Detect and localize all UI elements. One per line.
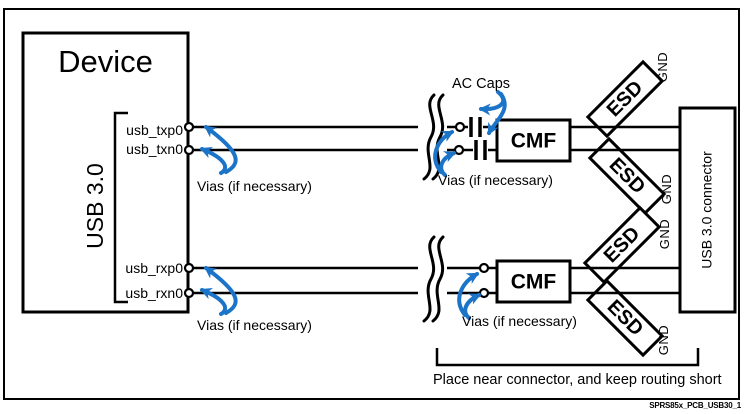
via-circles: [183, 121, 490, 299]
figure-id: SPRS85x_PCB_USB30_1: [649, 401, 741, 410]
break-squiggle: [422, 235, 436, 323]
vias-note-tx-caps: Vias (if necessary): [438, 172, 553, 188]
via-txn: [453, 144, 465, 156]
esd-block-1: ESD: [585, 59, 665, 139]
break-squiggle: [422, 93, 436, 181]
via-arrow: [203, 266, 238, 315]
placement-note: Place near connector, and keep routing s…: [433, 372, 722, 388]
cmf-label: CMF: [511, 130, 557, 153]
ac-caps-label: AC Caps: [452, 76, 511, 92]
via-arrow: [439, 151, 457, 177]
break-squiggle: [431, 235, 445, 323]
via-rxp: [478, 262, 490, 274]
via-arrow: [457, 272, 480, 317]
pin-usb-rxp0: [183, 262, 195, 274]
vias-note-tx-device: Vias (if necessary): [197, 178, 312, 194]
ac-cap-txn: [474, 140, 487, 160]
gnd-label-3: GND: [657, 218, 673, 250]
via-rxn: [478, 287, 490, 299]
pin-usb-txn0: [183, 144, 195, 156]
via-arrow: [199, 287, 228, 316]
via-arrow: [199, 146, 228, 175]
gnd-label-1: GND: [655, 51, 671, 83]
device-box: [21, 31, 190, 314]
ac-cap-arrow: [487, 92, 507, 136]
gnd-label-4: GND: [656, 324, 672, 356]
placement-brace: [435, 348, 700, 367]
pin-label-usb-txp0: usb_txp0: [126, 122, 183, 138]
usb30-interface-label: USB 3.0: [81, 163, 108, 249]
cmf-block-rx: CMF: [495, 259, 572, 304]
vias-note-rx-device: Vias (if necessary): [197, 317, 312, 333]
pin-label-usb-rxp0: usb_rxp0: [125, 260, 183, 276]
via-arrow: [203, 125, 238, 174]
annotation-arrows: [199, 90, 507, 320]
pin-usb-rxn0: [183, 287, 195, 299]
pin-group-bracket: [113, 111, 128, 304]
device-title: Device: [58, 44, 153, 79]
via-txp: [454, 121, 466, 133]
cmf-label: CMF: [511, 271, 557, 294]
vias-note-rx-cmf: Vias (if necessary): [462, 313, 577, 329]
esd-block-3: ESD: [582, 205, 662, 285]
ac-cap-txp: [469, 117, 482, 137]
usb-connector-label: USB 3.0 connector: [698, 151, 715, 269]
figure-border: [3, 8, 740, 400]
pin-label-usb-rxn0: usb_rxn0: [125, 285, 183, 301]
gnd-label-2: GND: [659, 173, 675, 205]
pin-label-usb-txn0: usb_txn0: [126, 141, 183, 157]
cmf-block-tx: CMF: [495, 118, 572, 163]
pin-usb-txp0: [183, 121, 195, 133]
usb-connector-box: [678, 106, 737, 314]
trace-break-symbols: [422, 93, 445, 323]
via-arrow: [433, 130, 455, 174]
via-arrow: [463, 293, 482, 320]
